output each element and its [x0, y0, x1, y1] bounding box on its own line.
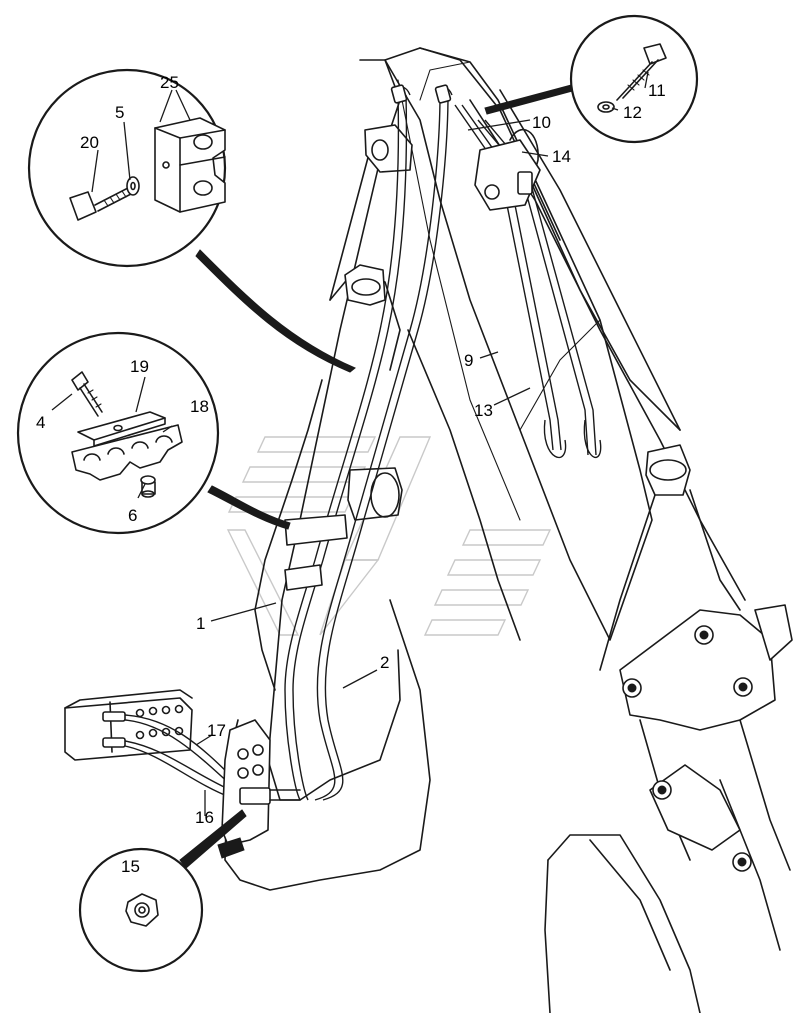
callout-15: 15: [121, 857, 140, 876]
mounting-plate: [217, 719, 301, 859]
detail-nut: [78, 809, 247, 973]
callout-5: 5: [115, 103, 124, 122]
leader-lines: [51, 71, 649, 816]
callout-20: 20: [80, 133, 99, 152]
callout-labels: 1 2 4 5 6 9 10 11 12 13 14 15 16 17 18 1…: [36, 73, 666, 876]
callout-25: 25: [160, 73, 179, 92]
callout-13: 13: [474, 401, 493, 420]
clamp-bracket-icon: [71, 424, 183, 481]
callout-16: 16: [195, 808, 214, 827]
callout-17: 17: [207, 721, 226, 740]
detail-clamp-bolt: [27, 68, 356, 373]
callout-11: 11: [648, 81, 666, 100]
hydraulic-hoses: [284, 84, 602, 801]
callout-6: 6: [128, 506, 137, 525]
logo-watermark: [226, 436, 552, 636]
detail-bolt-washer: [484, 14, 699, 144]
cylinder-and-linkage: [469, 89, 793, 1013]
nut-icon: [125, 893, 159, 927]
detail-bracket: [16, 331, 291, 535]
hose-clamp-icon: [154, 117, 226, 213]
callout-2: 2: [380, 653, 389, 672]
callout-4: 4: [36, 413, 45, 432]
callout-12: 12: [623, 103, 642, 122]
boom-arm: [224, 47, 653, 891]
callout-9: 9: [464, 351, 473, 370]
callout-1: 1: [196, 614, 205, 633]
callout-19: 19: [130, 357, 149, 376]
bolt-icon: [69, 187, 132, 221]
valve-block: [64, 689, 263, 811]
callout-18: 18: [190, 397, 209, 416]
callout-14: 14: [552, 147, 571, 166]
callout-10: 10: [532, 113, 551, 132]
